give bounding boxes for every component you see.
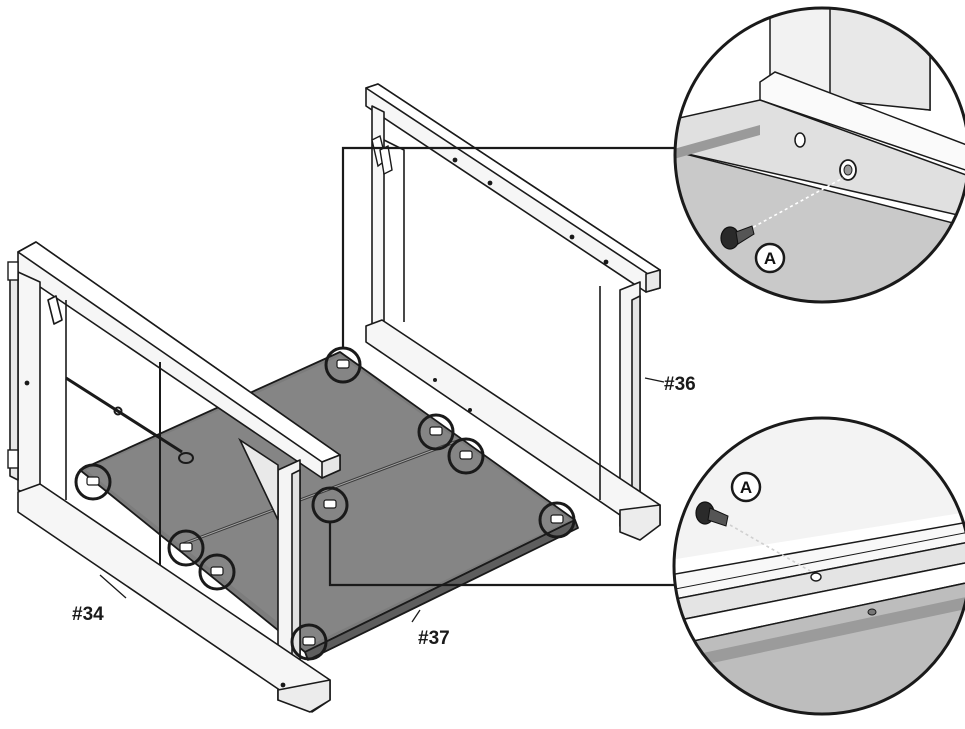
screw-marker <box>538 501 576 539</box>
label-part-34: #34 <box>72 604 104 625</box>
screw-marker <box>167 529 205 567</box>
screw-markers <box>74 346 576 661</box>
right-frame-tabs <box>371 134 393 176</box>
screw-marker <box>417 413 455 451</box>
screw-marker <box>447 437 485 475</box>
right-frame <box>365 83 661 541</box>
label-part-37: #37 <box>418 628 450 649</box>
right-frame-holes <box>433 157 609 412</box>
support-cable <box>65 376 194 464</box>
part-labels: #34 #36 #37 <box>72 374 696 649</box>
left-frame-holes <box>24 380 286 688</box>
svg-text:A: A <box>764 249 776 268</box>
detail-circle-top: A <box>673 6 965 304</box>
callout-leaders <box>328 146 678 587</box>
screw-marker <box>290 623 328 661</box>
callout-letter-a-bottom: A <box>730 471 762 503</box>
front-gusset <box>238 437 279 521</box>
svg-text:A: A <box>740 478 752 497</box>
callout-letter-a-top: A <box>754 242 786 274</box>
left-frame-tabs <box>7 261 19 469</box>
label-part-36: #36 <box>664 374 696 395</box>
screw-marker <box>74 463 112 501</box>
screw-icon <box>695 501 729 527</box>
screw-marker <box>198 553 236 591</box>
detail-circle-bottom: A <box>672 416 965 716</box>
screw-icon <box>720 225 755 250</box>
left-frame <box>9 241 341 713</box>
screw-heads <box>86 359 564 646</box>
